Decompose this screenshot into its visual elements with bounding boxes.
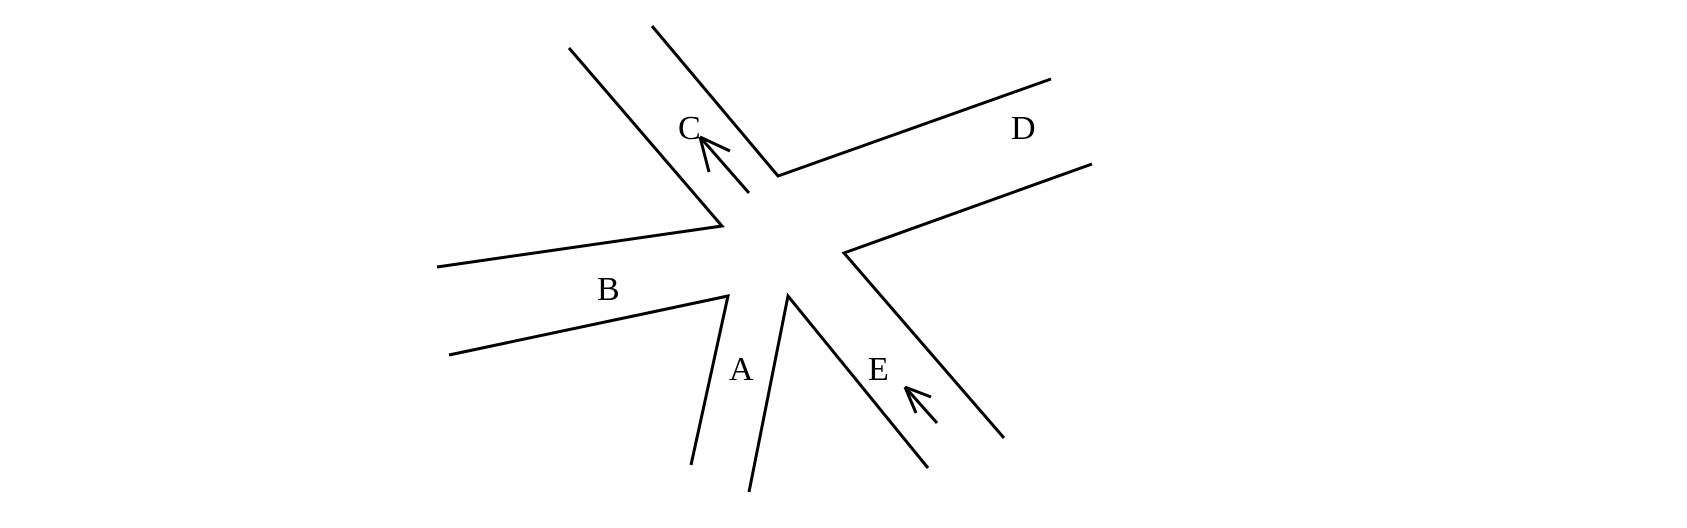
- road-c-right-edge: [650, 25, 1052, 178]
- road-c-arrow-icon: [698, 135, 751, 194]
- road-label-e: E: [868, 351, 889, 388]
- road-label-a: A: [729, 351, 754, 388]
- road-label-c: C: [678, 110, 701, 147]
- road-label-d: D: [1011, 110, 1036, 147]
- road-d-bottom-edge: [841, 162, 1093, 439]
- road-e-arrow-icon: [903, 385, 939, 424]
- road-c-left-edge: [436, 47, 725, 269]
- road-label-b: B: [597, 271, 620, 308]
- road-a-right-edge: [747, 292, 930, 493]
- road-b-bottom-edge: [448, 294, 730, 466]
